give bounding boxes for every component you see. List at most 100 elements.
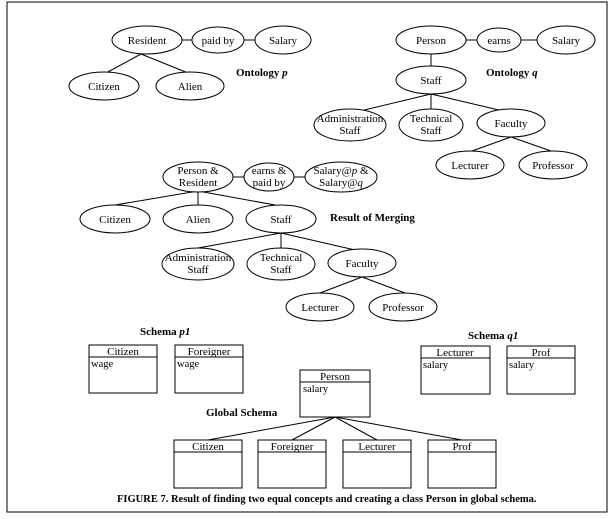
class-prof-global-name: Prof [453,441,472,453]
node-salary-pq [304,161,378,193]
node-paid-by-label: paid by [202,35,235,47]
node-lecturer-merged-label: Lecturer [301,302,339,314]
node-alien-p-label: Alien [178,81,203,93]
node-person-resident [162,161,234,193]
schema-p1-title-var: p1 [178,326,190,338]
edge-person-prof-global [334,416,463,441]
class-citizen-p1-name: Citizen [107,346,139,358]
node-resident-label: Resident [128,35,167,47]
schema-p1-title-main: Schema [140,326,179,338]
edge-personresident-staff [197,190,276,206]
edge-staff-faculty-merged [280,232,356,251]
node-lecturer-q-label: Lecturer [451,160,489,172]
node-paid-by [191,26,245,54]
node-technical-staff-q-line1: Technical [410,113,453,125]
node-admin-staff-merged [161,247,235,281]
node-admin-staff-q-line2: Staff [339,125,361,137]
class-foreigner-p1 [174,344,244,394]
node-earns-paid-by-label: earns &paid by [252,165,287,189]
class-foreigner-global [257,439,327,489]
class-foreigner-p1-name: Foreigner [188,346,231,358]
class-lecturer-q1-attr: salary [423,360,449,371]
class-prof-q1-attr: salary [509,360,535,371]
node-professor-q-label: Professor [532,160,574,172]
node-salary-q [536,25,596,55]
class-citizen-global [173,439,243,489]
node-faculty-q-label: Faculty [495,118,528,130]
figure-caption: FIGURE 7. Result of finding two equal co… [117,494,537,505]
node-professor-merged [368,292,438,322]
class-person-global-attr: salary [303,384,329,395]
node-citizen-p-label: Citizen [88,81,120,93]
node-salary-pq-line2-var: q [357,177,363,189]
node-resident [111,25,183,55]
node-salary-q-label: Salary [552,35,581,47]
node-citizen-merged [79,204,151,234]
node-faculty-q [476,108,546,138]
node-technical-staff-merged [246,247,316,281]
edge-staff-admin [351,93,432,114]
edge-faculty-lecturer [471,136,512,152]
node-citizen-merged-label: Citizen [99,214,131,226]
class-lecturer-q1 [420,345,491,395]
node-earns-q-label: earns [487,35,510,47]
class-prof-q1 [506,345,576,395]
node-lecturer-merged [285,292,355,322]
merged-ontology: Person &Resident earns &paid by Salary@p… [79,161,438,322]
ontology-p-title: Ontology p [236,67,288,79]
class-person-global [299,369,371,418]
schema-q1: Schema q1 Lecturer salary Prof salary [420,330,576,395]
schema-q1-title-main: Schema [468,330,507,342]
class-foreigner-global-name: Foreigner [271,441,314,453]
node-admin-staff-merged-line2: Staff [187,264,209,276]
node-faculty-merged-label: Faculty [346,258,379,270]
ontology-q-title: Ontology q [486,67,538,79]
node-technical-staff-merged-line1: Technical [260,252,303,264]
node-admin-staff-q [313,108,387,142]
edge-staff-admin-merged [197,232,282,249]
edge-person-lecturer-global [334,416,378,441]
class-lecturer-global-name: Lecturer [358,441,396,453]
node-professor-q [518,150,588,180]
node-salary-pq-line2-prefix: Salary@ [319,177,357,189]
class-prof-global [427,439,497,489]
class-foreigner-p1-attr: wage [177,359,199,370]
node-person-resident-line2: Resident [179,177,218,189]
node-salary-pq-label: Salary@p & [313,165,368,177]
node-professor-merged-label: Professor [382,302,424,314]
node-earns-paid-by [243,162,295,192]
node-earns-q [476,27,522,53]
figure-frame [6,1,608,513]
node-salary-pq-line1-suffix: & [357,165,369,177]
class-citizen-global-name: Citizen [192,441,224,453]
node-salary-pq-label-line2: Salary@q [319,177,363,189]
ontology-p-title-var: p [281,67,288,79]
edge-faculty-professor [510,136,552,152]
node-earns-paid-by-line1: earns & [252,165,287,177]
ontology-p-title-main: Ontology [236,67,282,79]
schema-q1-title-var: q1 [507,330,518,342]
global-schema: Person salary Global Schema Citizen Fore… [173,369,497,489]
node-alien-p [155,71,225,101]
node-person-q-label: Person [416,35,446,47]
edge-person-foreigner-global [291,416,336,441]
node-earns-paid-by-line2: paid by [253,177,286,189]
schema-p1: Schema p1 Citizen wage Foreigner wage [88,326,244,394]
merged-title: Result of Merging [330,212,415,224]
node-salary-p [254,25,312,55]
class-citizen-p1-attr: wage [91,359,113,370]
node-staff-merged [245,204,317,234]
node-alien-merged [162,204,234,234]
node-lecturer-q [435,150,505,180]
class-citizen-p1 [88,344,158,394]
node-person-q [395,25,467,55]
ontology-q: Person earns Salary Staff Administration… [313,25,596,180]
node-admin-staff-merged-line1: Administration [165,252,232,264]
edge-faculty-lecturer-merged [319,276,363,294]
node-technical-staff-merged-line2: Staff [270,264,292,276]
global-schema-title: Global Schema [206,407,278,419]
node-staff-q [395,65,467,95]
